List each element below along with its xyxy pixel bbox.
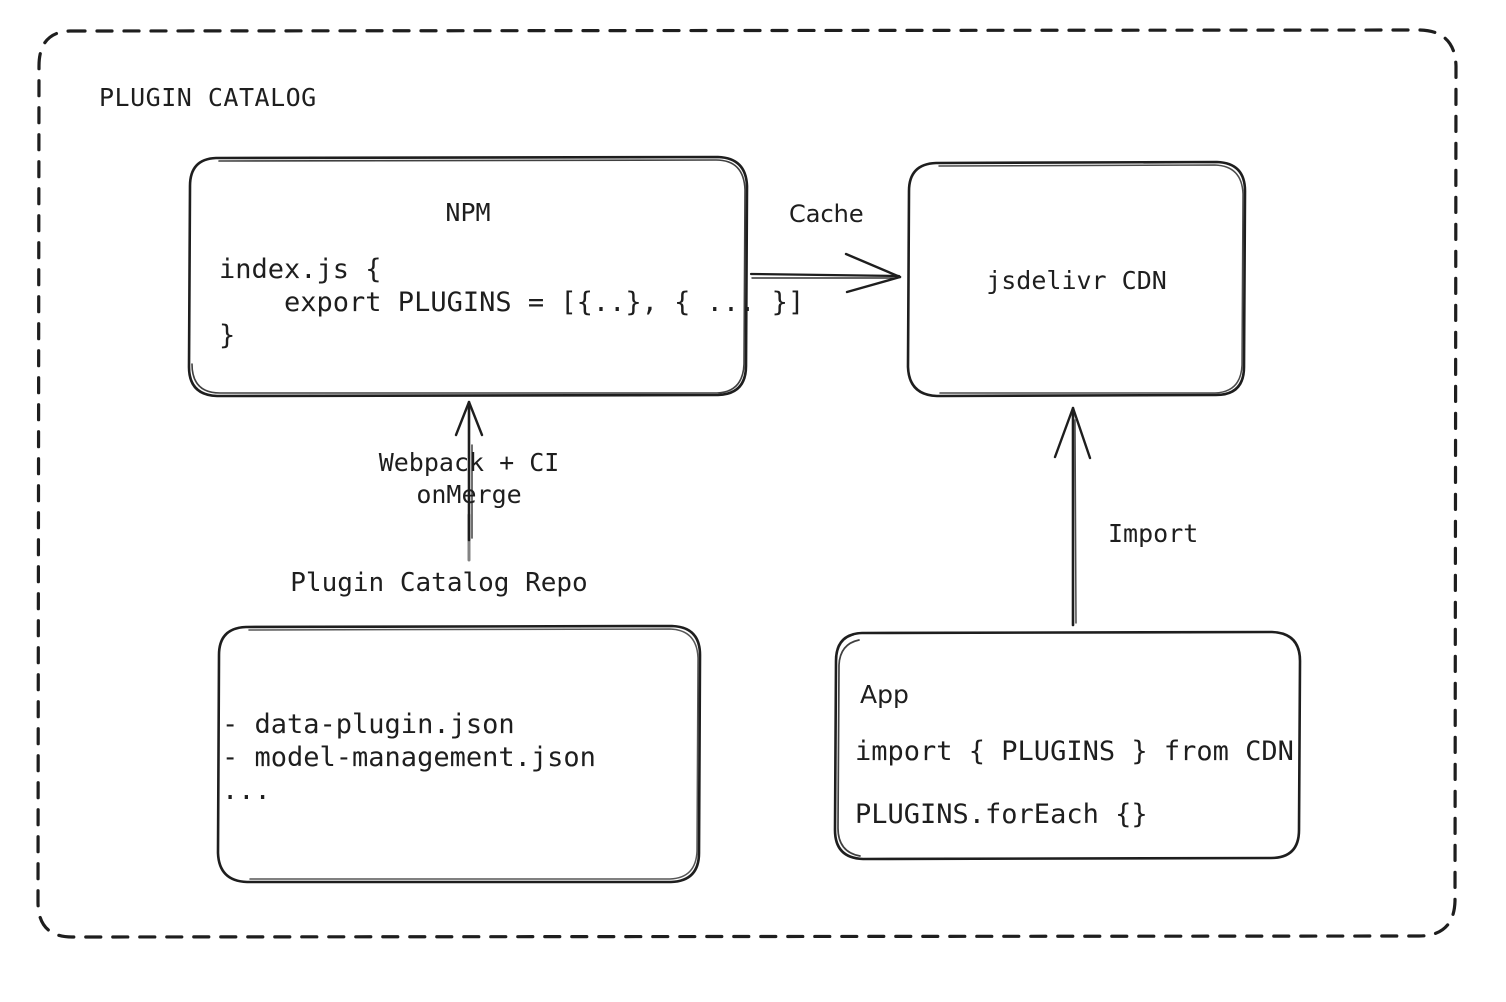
build-edge-label-line-1: Webpack + CI — [378, 448, 560, 477]
repo-caption-label: Plugin Catalog Repo — [290, 568, 588, 598]
import-arrow — [1053, 406, 1092, 627]
frame-title: PLUGIN CATALOG — [99, 83, 317, 112]
cdn-node-shape — [906, 160, 1247, 398]
app-code-line-2: PLUGINS.forEach {} — [855, 799, 1148, 830]
plugin-catalog-frame — [36, 28, 1458, 939]
npm-code-line-2: export PLUGINS = [{..}, { ... }] — [219, 287, 805, 318]
cdn-node-title: jsdelivr CDN — [986, 266, 1167, 295]
cache-arrow — [749, 252, 902, 294]
app-node-title: App — [860, 680, 909, 709]
build-edge-label-line-2: onMerge — [416, 480, 522, 509]
npm-code-line-3: } — [219, 320, 236, 351]
repo-file-item-2: - model-management.json — [222, 742, 596, 773]
import-edge-label: Import — [1108, 519, 1199, 548]
repo-file-item-3: ... — [222, 775, 271, 806]
npm-code-line-1: index.js { — [219, 254, 382, 285]
npm-node-title: NPM — [445, 198, 491, 227]
repo-node-shape — [216, 624, 702, 884]
app-node-shape — [833, 630, 1302, 861]
build-arrow — [454, 400, 484, 562]
repo-file-item-1: - data-plugin.json — [222, 709, 515, 740]
app-code-line-1: import { PLUGINS } from CDN — [855, 736, 1294, 767]
cache-edge-label: Cache — [789, 200, 864, 228]
npm-node-shape — [187, 155, 749, 398]
